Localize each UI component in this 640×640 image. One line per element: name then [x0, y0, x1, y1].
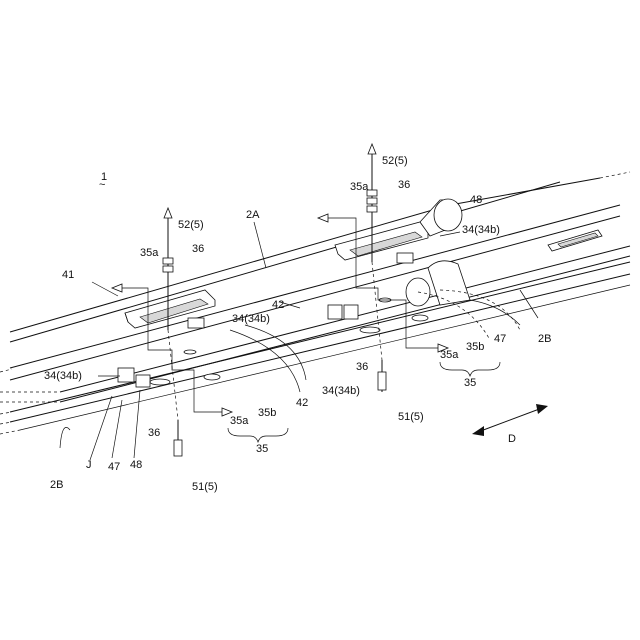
label-36-left-top: 36: [192, 243, 204, 255]
label-35a-right-low: 35a: [440, 349, 459, 361]
cylinder-48: [420, 199, 462, 236]
label-34-right-upper: 34(34b): [462, 224, 500, 236]
assembly-tilde: ~: [99, 179, 105, 191]
direction-arrow-d: [472, 404, 548, 436]
braces: [228, 362, 500, 442]
label-51-left: 51(5): [192, 481, 218, 493]
label-52-right: 52(5): [382, 155, 408, 167]
label-35b-left: 35b: [258, 407, 276, 419]
label-47-left: 47: [108, 461, 120, 473]
labels: 1 ~ 2A 41 42 42 52(5) 35a 36 52(5) 35a 3…: [44, 155, 551, 493]
label-2b-right: 2B: [538, 333, 551, 345]
label-35a-right-top: 35a: [350, 181, 369, 193]
label-36-left-low: 36: [148, 427, 160, 439]
rail-outlines: [0, 172, 630, 434]
label-j: J: [86, 459, 92, 471]
label-2b-left: 2B: [50, 479, 63, 491]
cylinder-47: [406, 261, 470, 306]
label-d: D: [508, 433, 516, 445]
label-48-top: 48: [470, 194, 482, 206]
label-42-low: 42: [296, 397, 308, 409]
label-35b-right: 35b: [466, 341, 484, 353]
label-36-right-top: 36: [398, 179, 410, 191]
label-36-right-low: 36: [356, 361, 368, 373]
label-35a-left-top: 35a: [140, 247, 159, 259]
label-34-right-lower: 34(34b): [322, 385, 360, 397]
label-35-right: 35: [464, 377, 476, 389]
label-42-mid: 42: [272, 299, 284, 311]
label-52-left: 52(5): [178, 219, 204, 231]
label-2a: 2A: [246, 209, 260, 221]
label-47-right: 47: [494, 333, 506, 345]
label-35-left: 35: [256, 443, 268, 455]
label-41: 41: [62, 269, 74, 281]
label-34-left-lower: 34(34b): [44, 370, 82, 382]
label-51-right: 51(5): [398, 411, 424, 423]
label-48-low: 48: [130, 459, 142, 471]
label-35a-left-low: 35a: [230, 415, 249, 427]
label-34-left-upper: 34(34b): [232, 313, 270, 325]
right-cover-piece: [335, 222, 428, 260]
